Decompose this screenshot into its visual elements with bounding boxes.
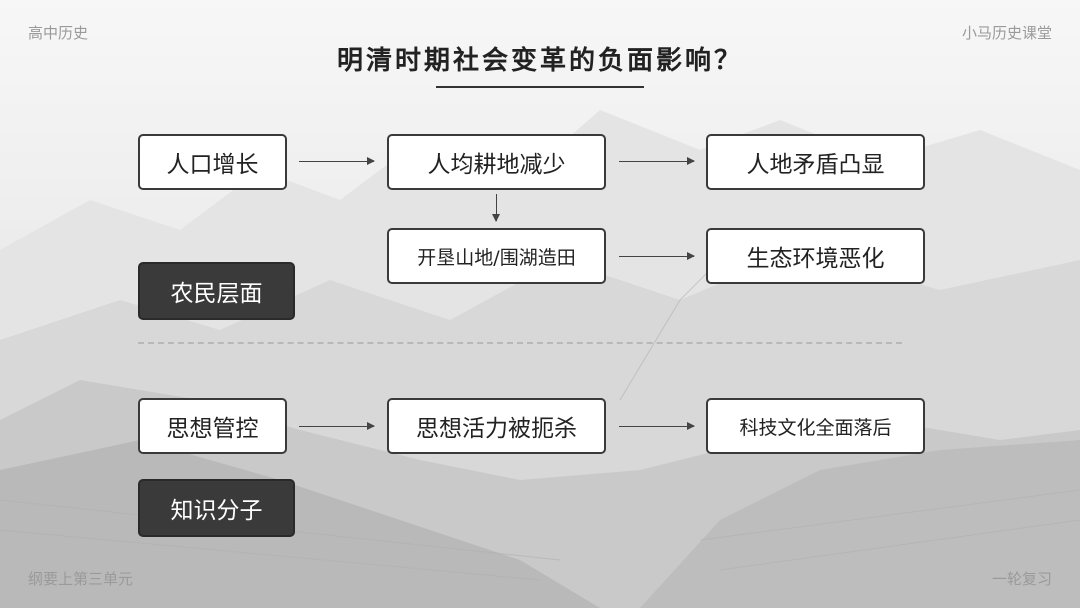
- category-peasant: 农民层面: [138, 262, 295, 320]
- node-arable-land-decrease: 人均耕地减少: [387, 134, 606, 190]
- section-divider: [138, 342, 902, 344]
- node-population-growth: 人口增长: [138, 134, 287, 190]
- channel-label: 小马历史课堂: [961, 24, 1052, 42]
- course-label: 高中历史: [28, 24, 89, 42]
- arrow-stifled-to-lag: [619, 422, 695, 430]
- arrow-land-to-reclaim: [492, 194, 500, 222]
- node-ecology-deterioration: 生态环境恶化: [706, 228, 925, 284]
- node-tech-culture-lag: 科技文化全面落后: [706, 398, 925, 454]
- slide-title: 明清时期社会变革的负面影响？: [336, 46, 743, 76]
- arrow-reclaim-to-ecology: [619, 252, 695, 260]
- arrow-population-to-land: [299, 157, 375, 165]
- category-intellectual: 知识分子: [138, 479, 295, 537]
- unit-label: 纲要上第三单元: [28, 570, 134, 588]
- arrow-control-to-stifled: [299, 422, 375, 430]
- node-human-land-conflict: 人地矛盾凸显: [706, 134, 925, 190]
- node-thought-stifled: 思想活力被扼杀: [387, 398, 606, 454]
- title-underline: [436, 86, 644, 88]
- review-label: 一轮复习: [991, 570, 1052, 588]
- arrow-land-to-conflict: [619, 157, 695, 165]
- node-reclaim-mountains: 开垦山地/围湖造田: [387, 228, 606, 284]
- node-thought-control: 思想管控: [138, 398, 287, 454]
